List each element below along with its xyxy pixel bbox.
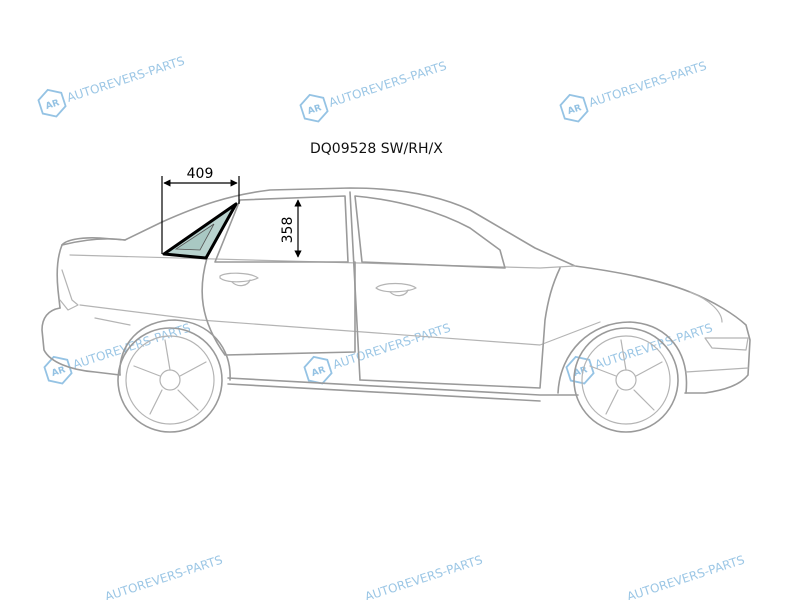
rear-wheel [117, 327, 223, 433]
width-dimension: 409 [161, 166, 240, 254]
watermark: AR AUTOREVERS-PARTS [37, 54, 186, 118]
watermark-text: AUTOREVERS-PARTS [103, 553, 224, 600]
watermark-logo-text: AR [44, 98, 60, 112]
watermark-text: AUTOREVERS-PARTS [65, 54, 186, 105]
watermark-logo-text: AR [50, 365, 66, 379]
watermark-logo-icon [559, 93, 589, 123]
watermark: AUTOREVERS-PARTS [363, 553, 484, 600]
car-outline [41, 187, 751, 433]
height-dimension: 358 [280, 199, 302, 258]
watermark-logo-icon [565, 355, 595, 385]
watermark: AUTOREVERS-PARTS [625, 553, 746, 600]
watermark-text: AUTOREVERS-PARTS [363, 553, 484, 600]
watermark-logo-icon [299, 93, 329, 123]
watermark-logo-text: AR [306, 103, 322, 117]
watermark: AR AUTOREVERS-PARTS [303, 321, 452, 385]
watermark-logo-icon [43, 355, 73, 385]
watermark-logo-text: AR [572, 365, 588, 379]
watermark-text: AUTOREVERS-PARTS [587, 59, 708, 110]
watermark: AUTOREVERS-PARTS [103, 553, 224, 600]
watermark-text: AUTOREVERS-PARTS [327, 59, 448, 110]
watermark-text: AUTOREVERS-PARTS [625, 553, 746, 600]
quarter-glass-inner [174, 223, 215, 251]
watermark: AR AUTOREVERS-PARTS [559, 59, 708, 123]
width-dimension-label: 409 [187, 166, 214, 182]
front-wheel [573, 327, 679, 433]
watermark: AR AUTOREVERS-PARTS [299, 59, 448, 123]
part-code: DQ09528 SW/RH/X [310, 141, 443, 157]
watermark-text: AUTOREVERS-PARTS [331, 321, 452, 372]
watermark: AR AUTOREVERS-PARTS [565, 321, 714, 385]
height-dimension-label: 358 [280, 217, 296, 244]
watermark-logo-text: AR [310, 365, 326, 379]
watermark-logo-text: AR [566, 103, 582, 117]
quarter-glass [162, 202, 238, 260]
watermark-logo-icon [37, 88, 67, 118]
